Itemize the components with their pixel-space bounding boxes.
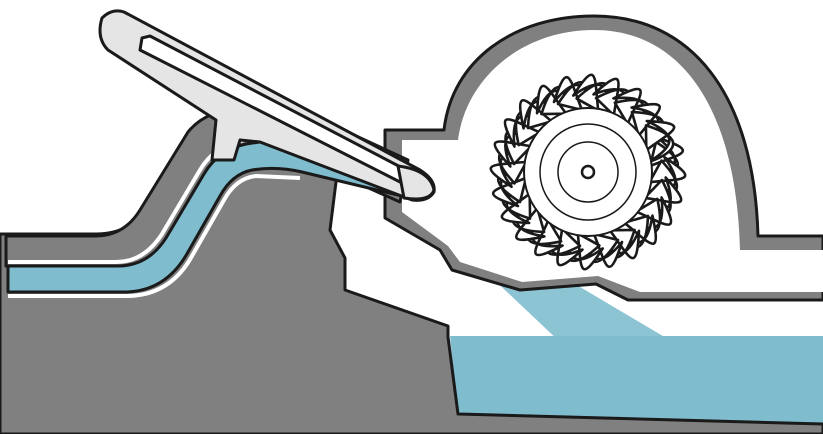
- runner-hub: [582, 166, 594, 178]
- tailrace-water: [450, 336, 823, 424]
